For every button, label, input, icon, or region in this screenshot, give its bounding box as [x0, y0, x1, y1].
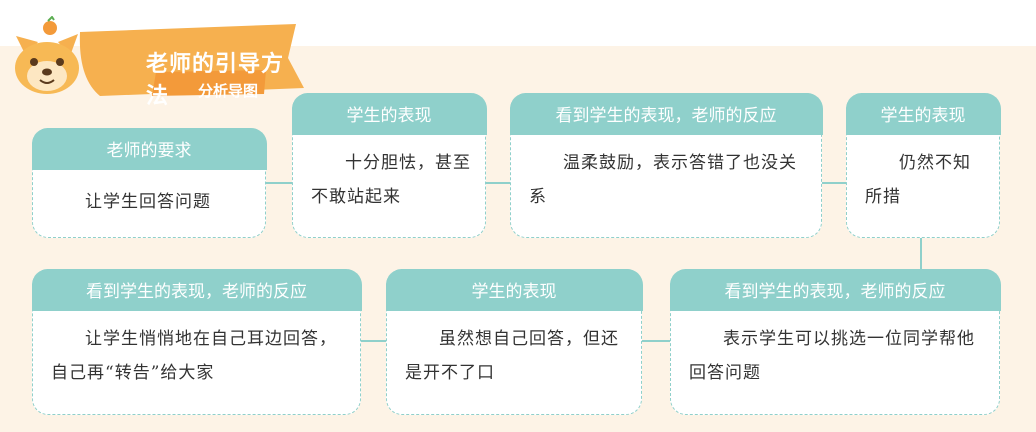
card-text: 十分胆怯，甚至不敢站起来 [311, 153, 471, 207]
card-heading: 学生的表现 [385, 268, 643, 311]
card-text: 表示学生可以挑选一位同学帮他回答问题 [689, 329, 975, 383]
connector [822, 182, 846, 184]
connector [486, 182, 510, 184]
card-text: 仍然不知所措 [865, 153, 971, 207]
card-heading: 学生的表现 [291, 92, 487, 135]
card-teacher-reaction-2: 看到学生的表现，老师的反应 表示学生可以挑选一位同学帮他回答问题 [669, 268, 1001, 415]
card-heading: 看到学生的表现，老师的反应 [31, 268, 362, 311]
card-student-performance-1: 学生的表现 十分胆怯，甚至不敢站起来 [291, 92, 487, 238]
card-text: 让学生回答问题 [85, 192, 211, 212]
fox-mascot-icon [15, 16, 79, 94]
header-title: 老师的引导方法 [146, 52, 285, 109]
card-student-performance-3: 学生的表现 虽然想自己回答，但还是开不了口 [385, 268, 643, 415]
card-teacher-reaction-1: 看到学生的表现，老师的反应 温柔鼓励，表示答错了也没关系 [509, 92, 823, 238]
card-text: 温柔鼓励，表示答错了也没关系 [529, 153, 797, 207]
card-heading: 老师的要求 [31, 127, 267, 170]
card-text: 让学生悄悄地在自己耳边回答，自己再“转告”给大家 [51, 329, 337, 383]
connector [920, 237, 922, 269]
connector [361, 340, 386, 342]
header-subtitle: 分析导图 [198, 82, 259, 100]
card-student-performance-2: 学生的表现 仍然不知所措 [845, 92, 1001, 238]
card-heading: 看到学生的表现，老师的反应 [669, 268, 1001, 311]
banner-ribbon-icon [79, 24, 304, 96]
connector [642, 340, 670, 342]
card-heading: 看到学生的表现，老师的反应 [509, 92, 823, 135]
header-banner: 老师的引导方法 分析导图 [60, 18, 306, 109]
card-heading: 学生的表现 [845, 92, 1001, 135]
card-text: 虽然想自己回答，但还是开不了口 [405, 329, 619, 383]
card-teacher-reaction-3: 看到学生的表现，老师的反应 让学生悄悄地在自己耳边回答，自己再“转告”给大家 [31, 268, 362, 415]
card-teacher-request: 老师的要求 让学生回答问题 [31, 127, 267, 238]
connector [266, 182, 292, 184]
